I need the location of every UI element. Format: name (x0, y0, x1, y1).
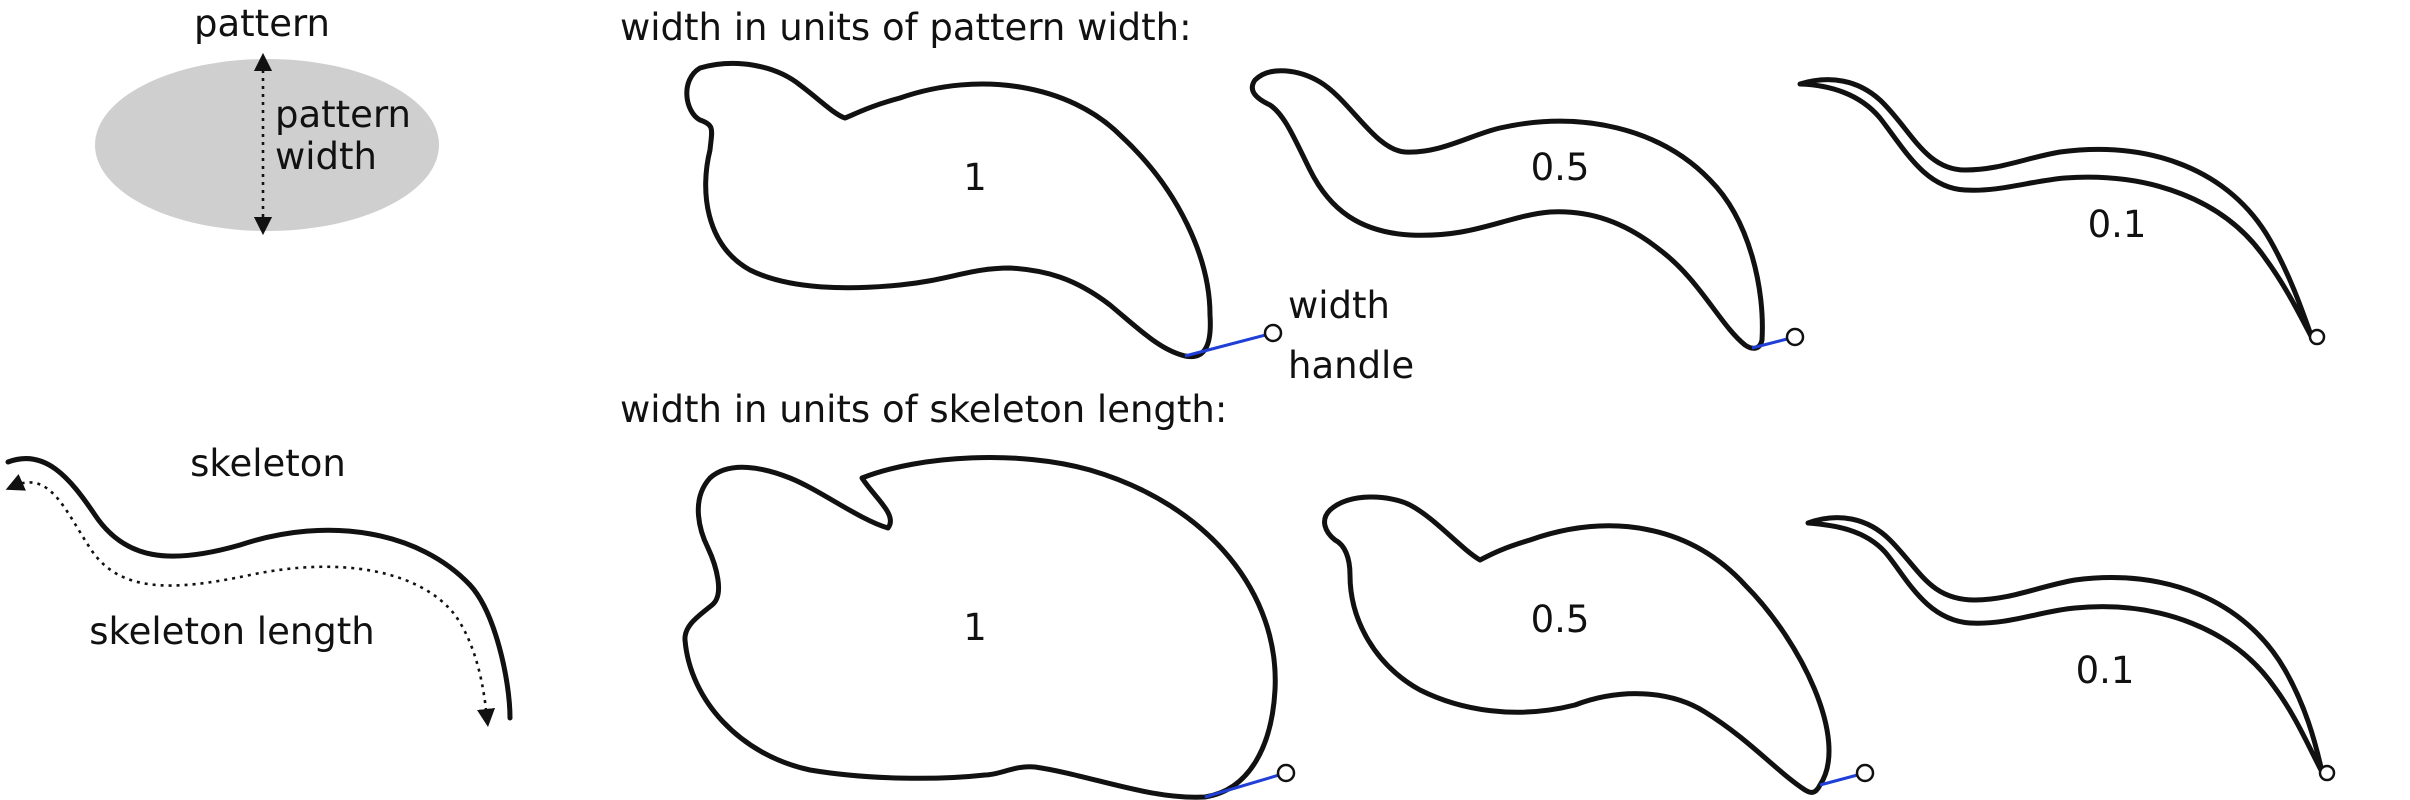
pattern-width-handle-knob-2[interactable] (1785, 327, 1805, 347)
skeleton-length-shape-1 (682, 455, 1278, 800)
pattern-width-shape-1 (684, 61, 1213, 360)
pattern-width-label-line2: width (275, 135, 377, 178)
skeleton-length-value-2: 0.5 (1531, 598, 1590, 641)
skeleton-length-handle-knob-3[interactable] (2318, 764, 2336, 782)
pattern-width-value-1: 1 (963, 156, 987, 199)
pattern-width-value-3: 0.1 (2088, 203, 2147, 246)
pattern-width-label-line1: pattern (275, 93, 411, 136)
skeleton-length-shape-2 (1322, 494, 1832, 795)
pattern-width-handle-1 (1184, 331, 1274, 358)
pattern-width-handle-knob-1[interactable] (1263, 323, 1283, 343)
pattern-width-handle-knob-3[interactable] (2308, 328, 2326, 346)
skeleton-length-handle-knob-1[interactable] (1276, 763, 1296, 783)
row-skeleton-length-heading: width in units of skeleton length: (620, 388, 1227, 431)
skeleton-length-value-3: 0.1 (2076, 649, 2135, 692)
skeleton-length-shape-3 (1805, 515, 2325, 775)
width-handle-label-line2: handle (1288, 344, 1414, 387)
pattern-title: pattern (194, 2, 330, 45)
width-handle-label-line1: width (1288, 284, 1390, 327)
skeleton-title: skeleton (190, 442, 346, 485)
skeleton-length-label: skeleton length (89, 610, 375, 653)
skeleton-length-handle-knob-2[interactable] (1855, 763, 1875, 783)
skeleton-curve (5, 456, 513, 721)
pattern-width-value-2: 0.5 (1531, 146, 1590, 189)
skeleton-length-value-1: 1 (963, 606, 987, 649)
skeleton-length-handle-1 (1204, 771, 1287, 799)
skeleton-length-arrow (5, 473, 496, 728)
pattern-ellipse (95, 59, 439, 231)
row-pattern-width-heading: width in units of pattern width: (620, 6, 1192, 49)
pattern-width-shape-2 (1249, 68, 1765, 351)
pattern-width-shape-3 (1797, 77, 2315, 341)
